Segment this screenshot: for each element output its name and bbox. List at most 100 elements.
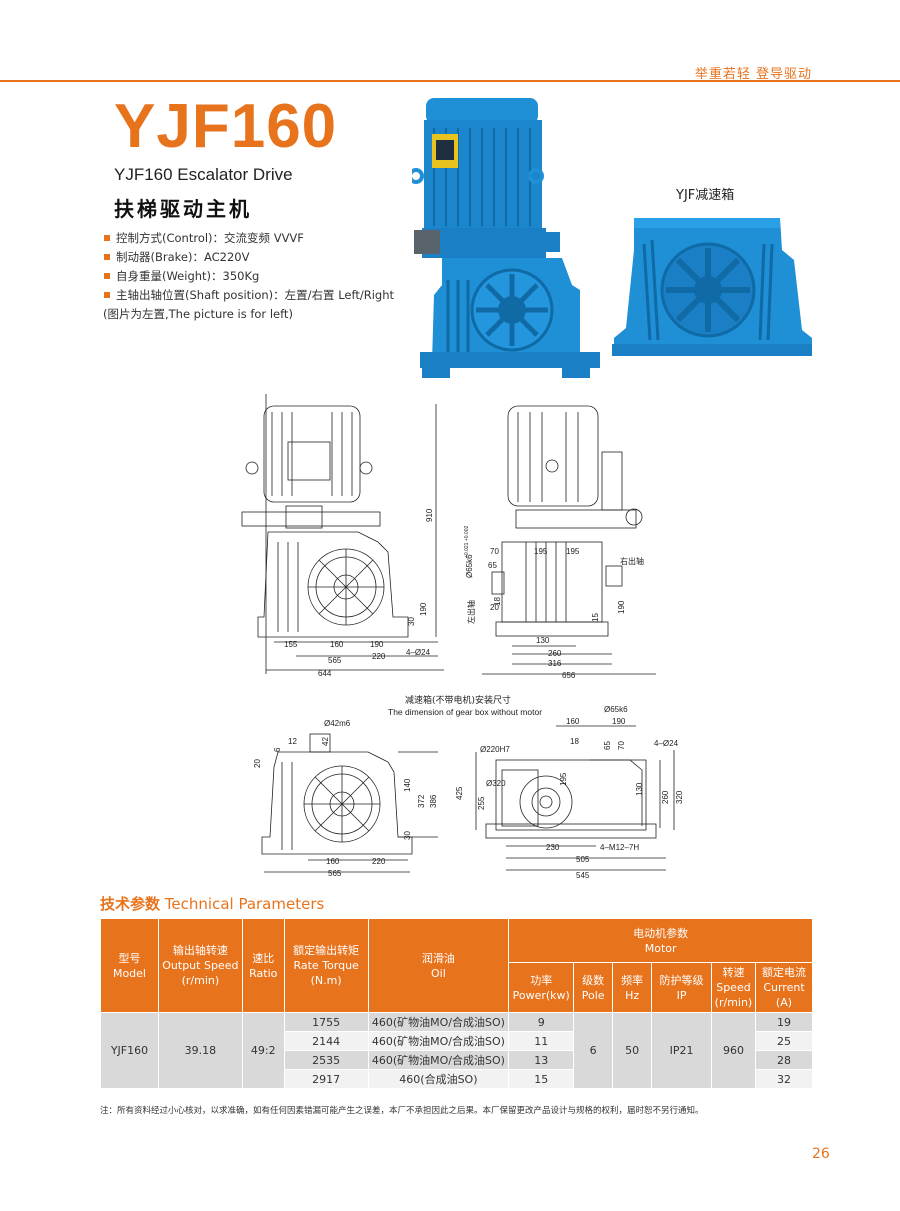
dim-42: 42 xyxy=(321,737,330,746)
dim-shaft: Ø65k6 xyxy=(465,554,474,578)
cell-torque: 2917 xyxy=(283,1069,369,1089)
cell-current: 25 xyxy=(754,1031,814,1051)
dim-130: 130 xyxy=(635,782,644,796)
dim-190: 190 xyxy=(617,600,626,614)
cell-oil: 460(合成油SO) xyxy=(367,1069,510,1089)
table-row: YJF160 39.18 49:2 1755 460(矿物油MO/合成油SO) … xyxy=(100,1012,814,1089)
spec-note: (图片为左置,The picture is for left) xyxy=(103,307,293,321)
cell-power: 11 xyxy=(508,1031,575,1051)
dim-thread: 4–M12–7H xyxy=(600,843,639,852)
dim-195-a: 195 xyxy=(534,547,548,556)
table-row: 2917 460(合成油SO) 15 32 xyxy=(101,1069,814,1089)
header-slogan: 举重若轻 登导驱动 xyxy=(694,67,812,82)
dim-shaft: Ø65k6 xyxy=(604,705,628,714)
label-left-shaft: 左出轴 xyxy=(466,600,476,624)
dim-holes: 4–Ø24 xyxy=(654,739,679,748)
cell-torque: 2535 xyxy=(283,1050,369,1070)
label-right-shaft: 右出轴 xyxy=(620,556,644,566)
dim-155: 155 xyxy=(284,640,298,649)
dim-circle-320: Ø320 xyxy=(486,779,506,788)
bullet-square-icon xyxy=(104,254,110,260)
cell-oil: 460(矿物油MO/合成油SO) xyxy=(367,1050,510,1070)
drawing-front-view: 155 160 190 220 565 644 910 30 190 4–Ø24 xyxy=(241,394,444,678)
gearbox-drawing-caption-cn: 减速箱(不带电机)安装尺寸 xyxy=(405,696,512,706)
dim-260: 260 xyxy=(661,790,670,804)
dim-6: 6 xyxy=(273,747,282,752)
product-model-title: YJF160 xyxy=(114,92,338,161)
spec-item: 控制方式(Control)：交流变频 VVVF xyxy=(104,229,394,248)
cell-frequency: 50 xyxy=(612,1012,653,1089)
drawing-side-view: Ø65k6 +0.021 +0.002 70 195 195 65 18 20 … xyxy=(464,405,656,680)
dim-545: 545 xyxy=(576,871,590,880)
drawing-gearbox-side: Ø65k6 160 190 18 65 70 4–Ø24 Ø220H7 Ø320… xyxy=(455,705,684,880)
dim-30: 30 xyxy=(407,617,416,626)
dim-160: 160 xyxy=(566,717,580,726)
dim-140: 140 xyxy=(403,778,412,792)
cell-torque: 1755 xyxy=(283,1012,369,1032)
dim-644: 644 xyxy=(318,669,332,678)
dim-holes: 4–Ø24 xyxy=(406,648,431,657)
dim-425: 425 xyxy=(455,786,464,800)
dim-386: 386 xyxy=(429,794,438,808)
dim-190: 190 xyxy=(370,640,384,649)
spec-list: 控制方式(Control)：交流变频 VVVF 制动器(Brake)：AC220… xyxy=(103,229,394,324)
cell-oil: 460(矿物油MO/合成油SO) xyxy=(367,1031,510,1051)
dim-30: 30 xyxy=(403,831,412,840)
dim-15: 15 xyxy=(591,613,600,622)
cell-oil: 460(矿物油MO/合成油SO) xyxy=(367,1012,510,1032)
dim-18: 18 xyxy=(493,597,502,606)
dim-130: 130 xyxy=(536,636,550,645)
product-subtitle-cn: 扶梯驱动主机 xyxy=(114,197,252,221)
cell-model: YJF160 xyxy=(100,1012,159,1089)
gearbox-drawing-caption-en: The dimension of gear box without motor xyxy=(388,707,543,717)
gearbox-photo xyxy=(612,218,812,356)
dim-70: 70 xyxy=(490,547,499,556)
bullet-square-icon xyxy=(104,273,110,279)
header-rule xyxy=(0,80,900,82)
dim-255: 255 xyxy=(477,796,486,810)
cell-power: 15 xyxy=(508,1069,575,1089)
disclaimer-note: 注：所有资料经过小心核对，以求准确，如有任何因素错漏可能产生之误差，本厂不承担因… xyxy=(100,1106,704,1116)
drawing-gearbox-front: Ø42m6 12 42 6 20 140 372 386 30 160 220 … xyxy=(253,719,438,878)
dim-12: 12 xyxy=(288,737,297,746)
dim-190-vertical: 190 xyxy=(419,602,428,616)
dim-18: 18 xyxy=(570,737,579,746)
dim-160: 160 xyxy=(330,640,344,649)
table-row: 2535 460(矿物油MO/合成油SO) 13 28 xyxy=(101,1050,814,1070)
cell-pole: 6 xyxy=(573,1012,614,1089)
dim-65: 65 xyxy=(488,561,497,570)
dim-565: 565 xyxy=(328,869,342,878)
cell-current: 19 xyxy=(754,1012,814,1032)
dim-316: 316 xyxy=(548,659,562,668)
dim-70: 70 xyxy=(617,741,626,750)
dim-565: 565 xyxy=(328,656,342,665)
dim-372: 372 xyxy=(417,794,426,808)
motor-photo xyxy=(412,98,600,378)
dim-20: 20 xyxy=(253,759,262,768)
dim-260: 260 xyxy=(548,649,562,658)
section-title: 技术参数 Technical Parameters xyxy=(100,895,325,913)
dim-230: 230 xyxy=(546,843,560,852)
page-number: 26 xyxy=(812,1146,830,1162)
spec-item: 制动器(Brake)：AC220V xyxy=(104,248,394,267)
dim-656: 656 xyxy=(562,671,576,680)
dim-220: 220 xyxy=(372,652,386,661)
dim-910: 910 xyxy=(425,508,434,522)
dim-220: 220 xyxy=(372,857,386,866)
gearbox-caption: YJF减速箱 xyxy=(676,188,735,203)
spec-item: 主轴出轴位置(Shaft position)：左置/右置 Left/Right xyxy=(104,286,394,305)
dim-bore: Ø220H7 xyxy=(480,745,510,754)
cell-power: 13 xyxy=(508,1050,575,1070)
spec-item: 自身重量(Weight)：350Kg xyxy=(104,267,394,286)
